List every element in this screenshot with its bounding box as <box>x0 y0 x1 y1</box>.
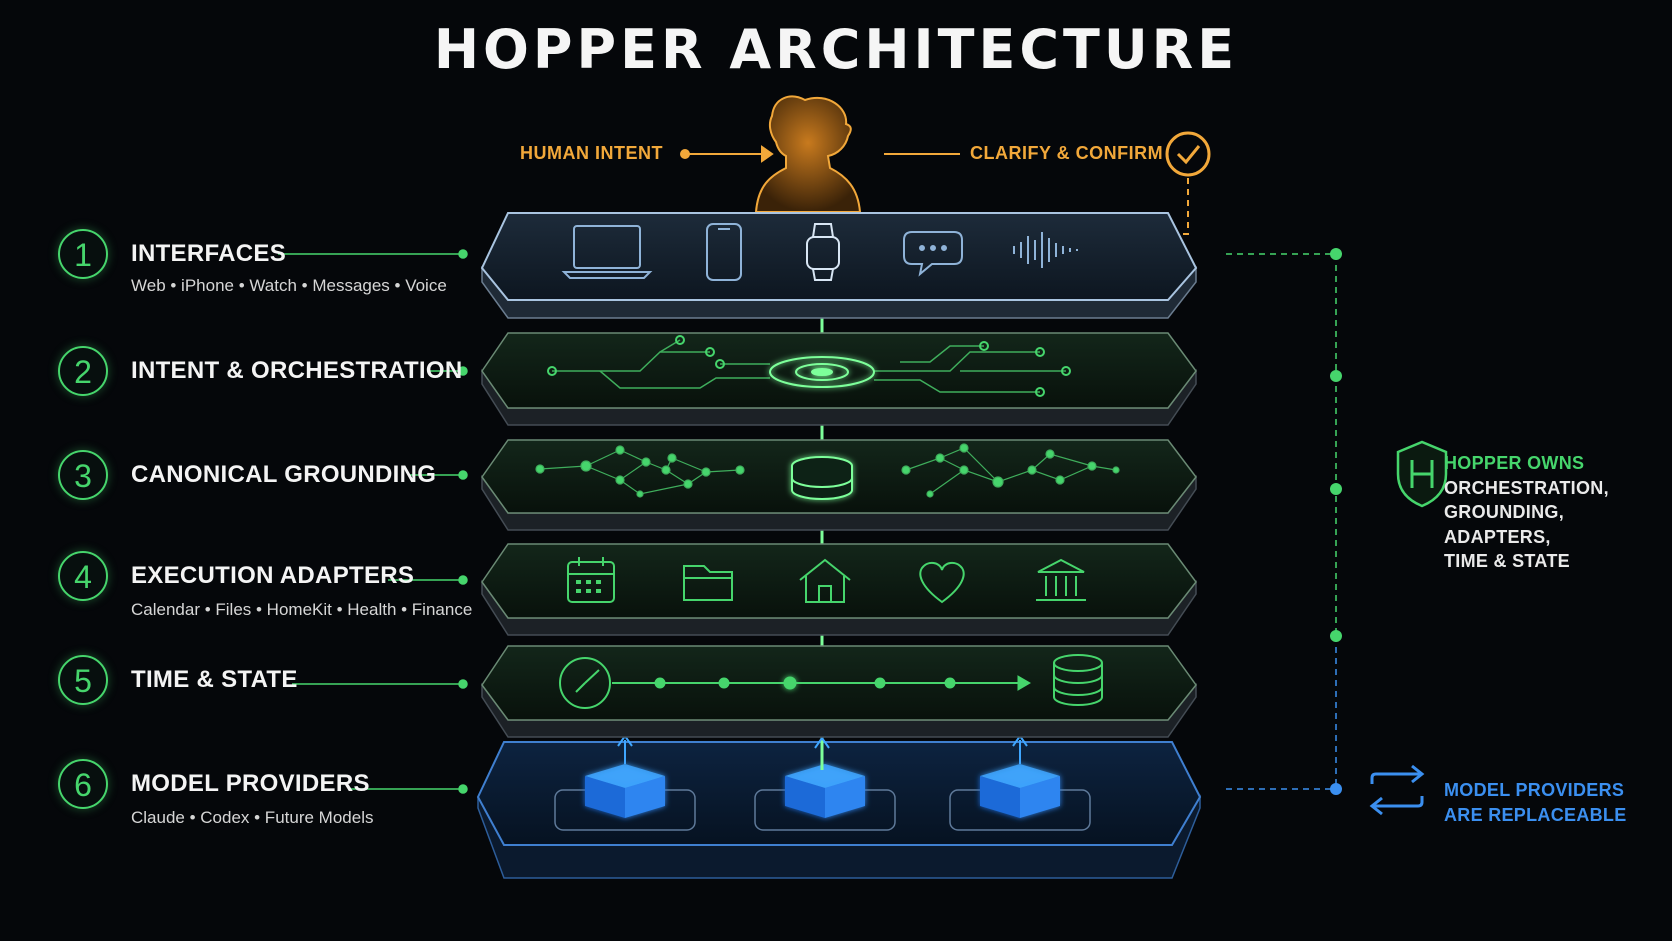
layer-name: INTENT & ORCHESTRATION <box>131 357 463 384</box>
layer-name: INTERFACES <box>131 240 287 267</box>
replaceable-note: MODEL PROVIDERS ARE REPLACEABLE <box>1444 778 1627 827</box>
layer-connectors <box>278 249 468 794</box>
check-circle-icon <box>1165 131 1211 177</box>
layer-6-plate <box>476 734 1202 879</box>
model-cube-icon <box>980 764 1060 818</box>
watch-icon <box>806 223 840 281</box>
clarify-confirm-label: CLARIFY & CONFIRM <box>970 143 1164 163</box>
folder-icon <box>683 565 733 601</box>
layer-4-plate <box>481 543 1197 636</box>
layer-number-badge: 1 <box>58 229 108 279</box>
layer-1-plate <box>480 212 1198 319</box>
laptop-icon <box>561 225 653 279</box>
replaceable-line: MODEL PROVIDERS <box>1444 780 1625 800</box>
hopper-owns-line: ORCHESTRATION, <box>1444 477 1609 498</box>
layer-number-badge: 5 <box>58 655 108 705</box>
page-title: HOPPER ARCHITECTURE <box>433 18 1239 81</box>
bank-icon <box>1036 558 1086 601</box>
circuit-traces <box>552 339 1066 393</box>
hopper-owns-note: HOPPER OWNS ORCHESTRATION, GROUNDING, AD… <box>1444 451 1609 574</box>
orchestration-hub <box>769 356 875 388</box>
model-cube-icon <box>585 764 665 818</box>
layer-subtitle: Web • iPhone • Watch • Messages • Voice <box>131 276 447 295</box>
messages-icon <box>903 231 963 277</box>
model-slot-1 <box>554 734 696 831</box>
layer-name: CANONICAL GROUNDING <box>131 461 437 488</box>
layer-number-badge: 4 <box>58 551 108 601</box>
layer-subtitle: Claude • Codex • Future Models <box>131 808 374 827</box>
knowledge-graph <box>535 443 1120 498</box>
layer-number-badge: 2 <box>58 346 108 396</box>
replaceable-line: ARE REPLACEABLE <box>1444 804 1627 825</box>
layer-3-plate <box>481 439 1197 531</box>
hopper-owns-heading: HOPPER OWNS <box>1444 453 1585 473</box>
clock-icon <box>559 657 611 709</box>
model-cube-icon <box>785 764 865 818</box>
ownership-bracket <box>1226 248 1342 795</box>
timeline <box>612 675 1031 691</box>
model-slot-2 <box>754 764 896 831</box>
circuit-nodes <box>547 335 1071 397</box>
layer-2-plate <box>481 332 1197 426</box>
human-intent-label: HUMAN INTENT <box>520 143 663 163</box>
home-icon <box>799 558 851 603</box>
database-icon <box>1053 654 1103 706</box>
layer-name: EXECUTION ADAPTERS <box>131 562 415 589</box>
model-slot-3 <box>949 734 1091 831</box>
database-icon <box>791 456 853 500</box>
layer-number-badge: 3 <box>58 450 108 500</box>
layer-subtitle: Calendar • Files • HomeKit • Health • Fi… <box>131 600 473 619</box>
voice-waveform-icon <box>1013 232 1078 268</box>
calendar-icon <box>567 557 615 603</box>
shield-h-icon <box>1396 440 1448 508</box>
layer-5-plate <box>481 645 1197 738</box>
hopper-owns-line: ADAPTERS, <box>1444 526 1551 547</box>
layer-name: MODEL PROVIDERS <box>131 770 370 797</box>
heart-icon <box>919 562 965 604</box>
swap-arrows-icon <box>1369 764 1425 816</box>
layer-number-badge: 6 <box>58 759 108 809</box>
human-intent-arrow <box>680 145 774 163</box>
layer-name: TIME & STATE <box>131 666 298 693</box>
hopper-owns-line: TIME & STATE <box>1444 551 1570 571</box>
iphone-icon <box>706 223 742 281</box>
hopper-owns-line: GROUNDING, <box>1444 502 1564 522</box>
